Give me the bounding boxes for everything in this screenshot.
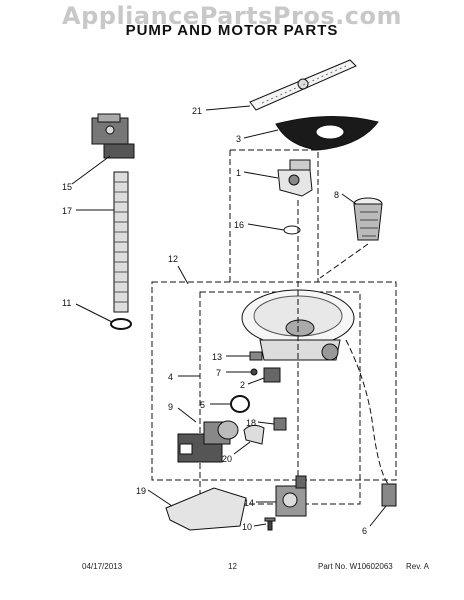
part-drain-pump <box>275 475 307 517</box>
callout-5: 5 <box>200 400 205 410</box>
part-5 <box>230 395 250 413</box>
callout-7: 7 <box>216 368 221 378</box>
footer-date: 04/17/2013 <box>82 562 123 571</box>
callout-20: 20 <box>222 454 232 464</box>
part-6-connector <box>381 483 397 507</box>
callout-14: 14 <box>244 498 254 508</box>
callout-17: 17 <box>62 206 72 216</box>
part-2 <box>263 367 281 383</box>
page-title: PUMP AND MOTOR PARTS <box>125 22 339 39</box>
callout-6: 6 <box>362 526 367 536</box>
part-10-screw <box>264 517 276 531</box>
part-6-wire <box>345 339 389 485</box>
part-filter-cup <box>353 197 383 241</box>
leader-16 <box>247 223 285 231</box>
leader-8 <box>341 193 357 205</box>
leader-15 <box>71 155 111 185</box>
callout-12: 12 <box>168 254 178 264</box>
part-19-shield <box>165 487 247 531</box>
part-18-elbow <box>243 424 265 445</box>
leader-3 <box>243 129 279 139</box>
part-7 <box>250 368 258 376</box>
footer-revision: Rev. A <box>406 562 429 571</box>
part-18-clip <box>273 417 287 431</box>
leader-19 <box>147 489 173 507</box>
part-pump-motor <box>177 420 239 463</box>
leader-1 <box>243 171 279 179</box>
part-13 <box>249 351 263 361</box>
part-diverter-motor <box>91 113 135 159</box>
callout-11: 11 <box>62 298 71 308</box>
leader-2 <box>247 377 265 385</box>
leader-9 <box>177 407 197 423</box>
callout-15: 15 <box>62 182 72 192</box>
leader-10 <box>253 523 267 527</box>
callout-1: 1 <box>236 168 241 178</box>
leader-21 <box>205 105 251 111</box>
leader-6 <box>369 505 387 527</box>
part-drain-hose <box>113 171 129 313</box>
callout-8: 8 <box>334 190 339 200</box>
footer-page-number: 12 <box>228 562 237 571</box>
leader-20 <box>233 441 251 455</box>
callout-19: 19 <box>136 486 146 496</box>
callout-18: 18 <box>246 418 256 428</box>
dashed-filter-guide <box>319 243 369 279</box>
callout-3: 3 <box>236 134 241 144</box>
callout-4: 4 <box>168 372 173 382</box>
part-spray-arm <box>249 59 357 111</box>
callout-21: 21 <box>192 106 202 116</box>
callout-2: 2 <box>240 380 245 390</box>
leader-18 <box>257 421 275 425</box>
leader-12 <box>177 265 189 285</box>
part-hose-clamp <box>110 318 132 330</box>
leader-11 <box>75 303 113 323</box>
footer-part-number: Part No. W10602063 <box>318 562 393 571</box>
callout-13: 13 <box>212 352 222 362</box>
callout-9: 9 <box>168 402 173 412</box>
callout-10: 10 <box>242 522 252 532</box>
part-filter-screen <box>275 115 379 151</box>
watermark: AppliancePartsPros.com <box>62 2 402 30</box>
callout-16: 16 <box>234 220 244 230</box>
part-pump-housing <box>277 159 313 197</box>
